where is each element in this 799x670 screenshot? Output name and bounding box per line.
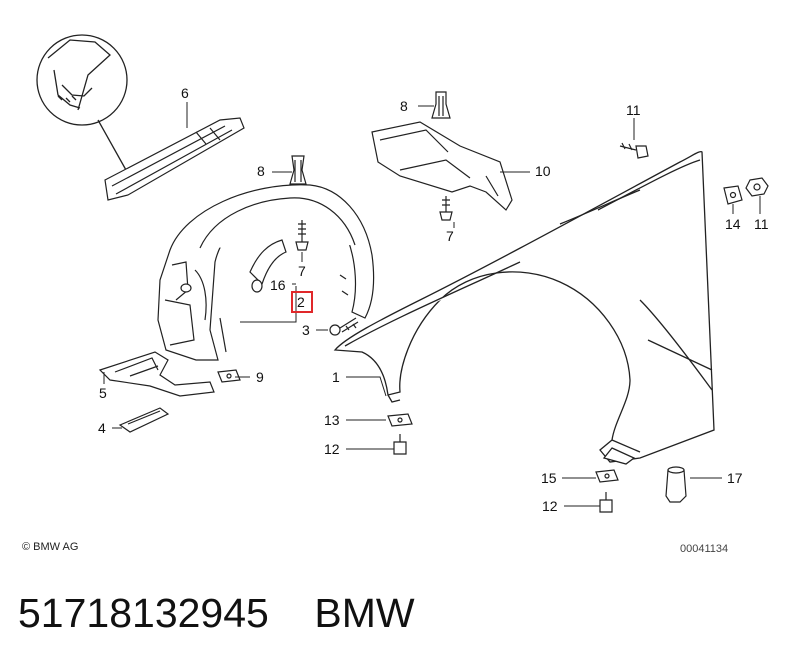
callout-4: 4 <box>98 420 106 436</box>
callout-14: 14 <box>725 216 741 232</box>
copyright-text: © BMW AG <box>22 541 79 553</box>
part-8-expanding-nut-right <box>431 91 451 119</box>
part-7-screw-right <box>439 196 453 221</box>
callout-7-right: 7 <box>446 228 454 244</box>
part-number: 51718132945 <box>18 590 269 636</box>
part-1-front-fender <box>333 150 715 465</box>
part-7-screw-left <box>295 220 309 251</box>
callout-7-left: 7 <box>298 263 306 279</box>
callout-9: 9 <box>256 369 264 385</box>
detail-inset <box>36 34 128 171</box>
diagram-reference-number: 00041134 <box>680 543 729 555</box>
callout-6: 6 <box>181 85 189 101</box>
callout-11-top: 11 <box>626 102 641 118</box>
part-15-clip <box>595 469 619 483</box>
part-2-wheel-arch-liner <box>157 184 375 361</box>
brand-name: BMW <box>314 590 415 636</box>
part-10-bracket <box>371 121 513 211</box>
part-17-plug <box>665 466 687 503</box>
part-11-nut-right <box>745 177 769 197</box>
callout-10: 10 <box>535 163 551 179</box>
callout-labels: 6 8 7 16 2 3 8 10 7 11 14 11 9 5 4 1 13 … <box>98 85 769 514</box>
part-3-screw <box>329 317 359 336</box>
callout-17: 17 <box>727 470 743 486</box>
part-4-clip <box>118 407 170 433</box>
callout-12-right: 12 <box>542 498 558 514</box>
callout-13: 13 <box>324 412 340 428</box>
part-11-bolt-top <box>619 142 649 159</box>
callout-8-left: 8 <box>257 163 265 179</box>
highlight-box <box>291 291 313 313</box>
part-9-clip-nut <box>217 369 241 383</box>
part-16-insert <box>249 239 287 293</box>
callout-5: 5 <box>99 385 107 401</box>
callout-15: 15 <box>541 470 557 486</box>
part-14-nut <box>723 185 743 205</box>
callout-3: 3 <box>302 322 310 338</box>
part-8-expanding-nut-left <box>289 155 307 185</box>
part-5-bracket <box>98 351 215 397</box>
part-12-bolt-right <box>599 492 613 513</box>
callout-1: 1 <box>332 369 340 385</box>
callout-11-right: 11 <box>754 216 769 232</box>
callout-2: 2 <box>297 294 305 310</box>
leader-lines <box>103 102 761 507</box>
callout-8-right: 8 <box>400 98 408 114</box>
part-13-clip <box>387 413 413 427</box>
part-12-bolt-left <box>393 434 407 455</box>
part-number-footer: 51718132945 BMW <box>18 588 778 638</box>
part-6-trim-strip <box>104 117 245 201</box>
callout-12-left: 12 <box>324 441 340 457</box>
callout-16: 16 <box>270 277 286 293</box>
